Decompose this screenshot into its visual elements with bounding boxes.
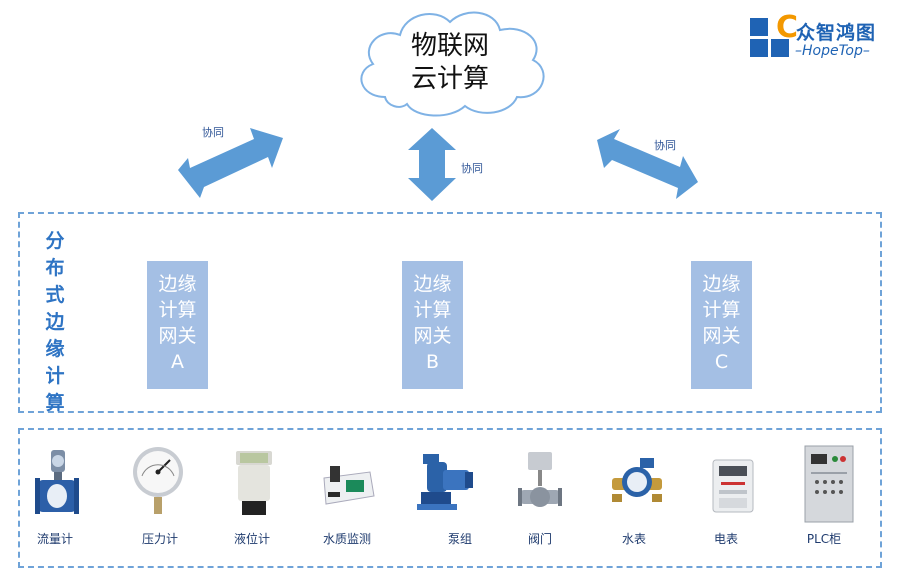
flowmeter-icon: [35, 450, 79, 514]
title-char: 算: [45, 392, 65, 414]
logo-c-mark: C: [776, 10, 799, 45]
title-char: 式: [45, 284, 65, 306]
device-label-flowmeter: 流量计: [36, 532, 73, 546]
device-layer-frame: [18, 428, 882, 568]
logo-subtitle: –HopeTop–: [795, 43, 870, 59]
center-sync-arrow-icon: [408, 128, 456, 201]
device-label-water-meter: 水表: [621, 532, 646, 546]
logo-name: 众智鸿图: [796, 22, 877, 44]
device-label-pump: 泵组: [447, 532, 472, 546]
valve-icon: [518, 452, 562, 507]
cloud-shape: [360, 11, 545, 117]
cloud-label: 物联网 云计算: [410, 31, 489, 94]
left-sync-arrow-icon: [178, 128, 283, 198]
device-label-level-meter: 液位计: [233, 532, 270, 546]
water-meter-icon: [612, 458, 662, 502]
water-quality-monitor-icon: [323, 466, 375, 505]
edge-computing-frame: [18, 212, 882, 413]
left-arrow-label: 协同: [202, 126, 224, 139]
logo-grid-icon: [750, 18, 790, 58]
edge-section-title: 分 布 式 边 缘 计 算: [40, 228, 70, 417]
title-char: 布: [45, 257, 65, 279]
plc-cabinet-icon: [804, 445, 854, 523]
gateway-a: 边缘 计算 网关 A: [147, 261, 208, 389]
gateway-c: 边缘 计算 网关 C: [691, 261, 752, 389]
center-arrow-label: 协同: [461, 162, 483, 175]
level-meter-icon: [236, 451, 272, 515]
title-char: 边: [45, 311, 65, 333]
gateway-b: 边缘 计算 网关 B: [402, 261, 463, 389]
device-label-plc-cabinet: PLC柜: [806, 532, 842, 546]
title-char: 缘: [45, 338, 65, 360]
device-label-electric-meter: 电表: [713, 532, 738, 546]
pressure-gauge-icon: [133, 447, 183, 514]
title-char: 计: [45, 365, 65, 387]
pump-icon: [417, 454, 473, 510]
right-arrow-label: 协同: [654, 139, 676, 152]
device-label-valve: 阀门: [527, 532, 552, 546]
sync-arrows: [178, 128, 698, 201]
hopetop-logo: C 众智鸿图 –HopeTop–: [748, 10, 888, 64]
right-sync-arrow-icon: [597, 129, 698, 199]
title-char: 分: [45, 230, 65, 252]
electric-meter-icon: [712, 459, 754, 513]
device-label-water-quality: 水质监测: [322, 532, 371, 546]
device-label-pressure-gauge: 压力计: [141, 532, 178, 546]
